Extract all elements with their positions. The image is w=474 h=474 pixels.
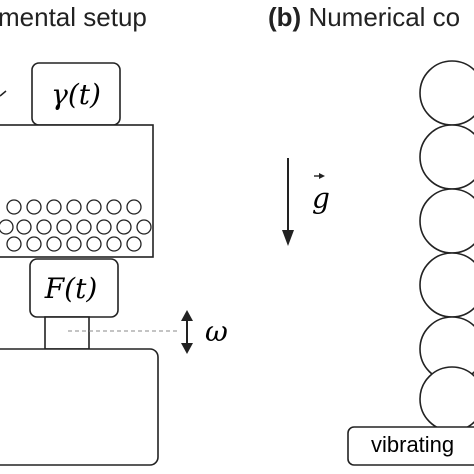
grain bbox=[6, 199, 22, 215]
grain bbox=[86, 236, 102, 252]
arrow-down-head bbox=[181, 343, 193, 354]
grain bbox=[106, 236, 122, 252]
grain bbox=[6, 236, 22, 252]
grain bbox=[126, 236, 142, 252]
grain bbox=[96, 219, 112, 235]
grain bbox=[66, 199, 82, 215]
grain bbox=[106, 199, 122, 215]
grain bbox=[66, 236, 82, 252]
grain bbox=[76, 219, 92, 235]
grain bbox=[116, 219, 132, 235]
grain bbox=[26, 199, 42, 215]
gravity-arrow-head bbox=[282, 230, 294, 246]
vibrating-plate-label: vibrating bbox=[371, 432, 454, 457]
particle-3 bbox=[419, 188, 474, 254]
grain bbox=[16, 219, 32, 235]
grain bbox=[136, 219, 152, 235]
granular-particles bbox=[0, 199, 152, 252]
force-label: F(t) bbox=[44, 272, 98, 305]
particle-1 bbox=[419, 60, 474, 126]
arrow-up-head bbox=[181, 310, 193, 321]
grain bbox=[26, 236, 42, 252]
grain bbox=[36, 219, 52, 235]
particle-column bbox=[419, 60, 474, 432]
panel-b-header: (b) Numerical co bbox=[268, 1, 460, 33]
vibrating-plate bbox=[347, 426, 474, 466]
shaker-base bbox=[0, 348, 159, 466]
panel-b-title: Numerical co bbox=[308, 2, 461, 32]
grain bbox=[56, 219, 72, 235]
panel-a-title: mental setup bbox=[0, 2, 147, 32]
shaker-connector bbox=[44, 316, 90, 350]
clipped-arrow-tick bbox=[0, 90, 7, 97]
panel-b-letter: (b) bbox=[268, 2, 302, 32]
grain bbox=[0, 219, 14, 235]
grain bbox=[86, 199, 102, 215]
gravity-vector-tip bbox=[319, 173, 325, 179]
particle-4 bbox=[419, 252, 474, 318]
omega-label: ω bbox=[205, 315, 228, 348]
granular-container bbox=[0, 124, 154, 258]
gravity-label: g bbox=[312, 182, 330, 215]
grain bbox=[46, 199, 62, 215]
gamma-label: γ(t) bbox=[51, 78, 101, 111]
grain bbox=[46, 236, 62, 252]
grain bbox=[126, 199, 142, 215]
particle-2 bbox=[419, 124, 474, 190]
particle-6 bbox=[419, 366, 474, 432]
